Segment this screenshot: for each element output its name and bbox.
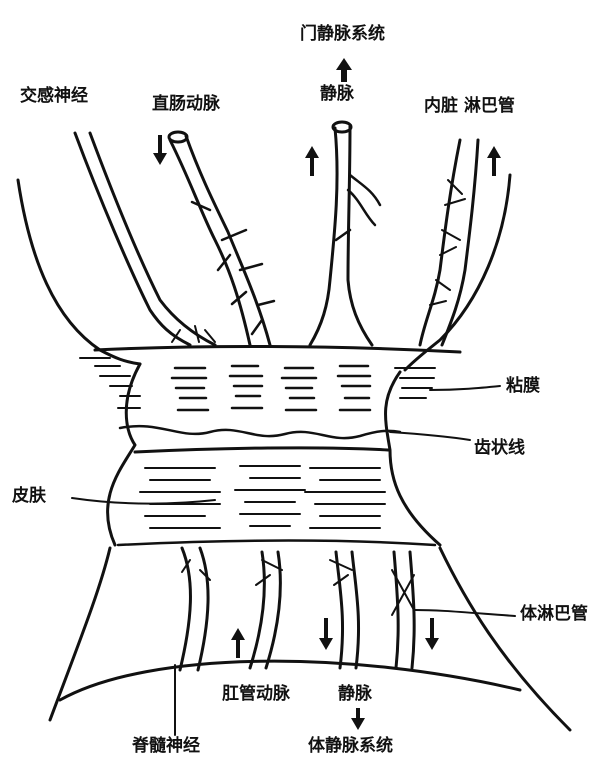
down-arrow-icon (319, 618, 333, 650)
up-arrow-icon (231, 628, 245, 658)
mucosa-band (80, 346, 460, 438)
down-arrow-icon (153, 135, 167, 165)
dentate-line-label: 齿状线 (474, 440, 525, 457)
sympathetic-nerve-drawing (75, 133, 215, 345)
up-arrow-icon (305, 146, 319, 176)
spinal-nerve-label: 脊髓神经 (132, 738, 200, 755)
skin-label: 皮肤 (12, 488, 46, 505)
sympathetic-nerve-label: 交感神经 (20, 88, 88, 105)
anal-artery-label: 肛管动脉 (222, 686, 290, 703)
up-arrow-icon (487, 146, 501, 176)
up-arrow-icon (336, 58, 352, 82)
vein-top-label: 静脉 (320, 86, 354, 103)
lower-vessels-drawing (180, 548, 414, 670)
skin-band (118, 448, 435, 545)
vein-top-drawing (310, 122, 380, 345)
down-arrow-icon (351, 708, 365, 730)
somatic-lymph-label: 体淋巴管 (520, 606, 588, 623)
rectal-artery-drawing (169, 132, 274, 345)
leader-lines (72, 386, 515, 735)
systemic-vein-system-label: 体静脉系统 (308, 738, 393, 755)
rectal-artery-label: 直肠动脉 (152, 96, 220, 113)
portal-system-label: 门静脉系统 (300, 26, 385, 43)
vein-bottom-label: 静脉 (338, 686, 372, 703)
mucosa-label: 粘膜 (506, 378, 540, 395)
visceral-lymph-label: 内脏 淋巴管 (424, 98, 515, 115)
visceral-lymph-drawing (420, 140, 478, 345)
down-arrow-icon (425, 618, 439, 650)
